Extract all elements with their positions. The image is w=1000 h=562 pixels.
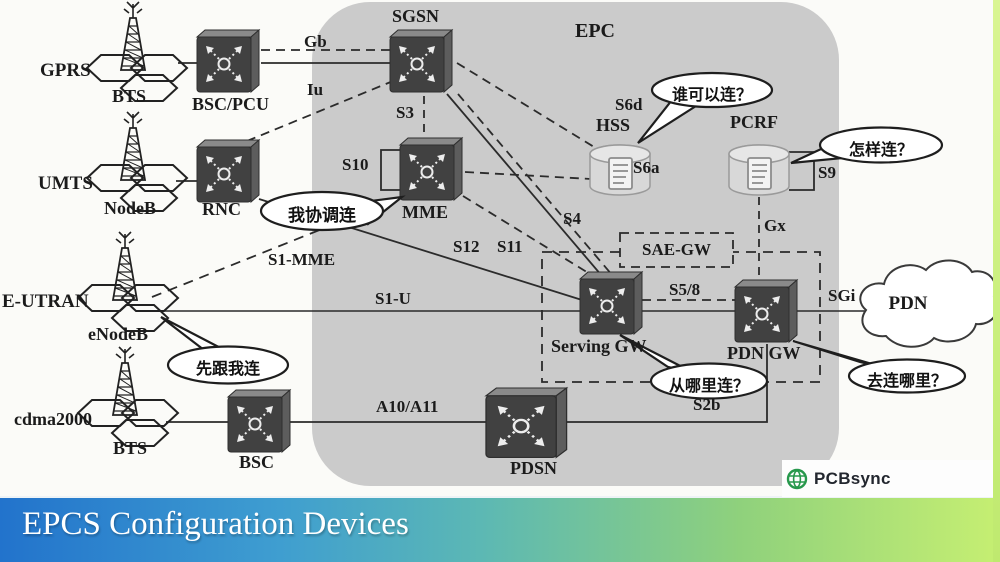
link-iu: [246, 80, 394, 142]
label-s6a: S6a: [633, 158, 660, 177]
label-s5-8: S5/8: [669, 280, 701, 299]
label-pdn-gw: PDN GW: [727, 343, 801, 363]
node-rnc-box: [196, 139, 260, 203]
label-s11: S11: [497, 237, 523, 256]
label-cdma2000: cdma2000: [14, 409, 92, 429]
label-bts-cdma: BTS: [113, 438, 148, 458]
label-pdsn: PDSN: [510, 458, 558, 478]
callout-text-pcrf: 怎样连？: [848, 142, 913, 159]
label-s4: S4: [563, 209, 581, 228]
callout-mme: [259, 190, 385, 232]
node-sgsn-box: [389, 29, 453, 93]
label-gx: Gx: [764, 216, 786, 235]
pdn-cloud: [859, 259, 999, 348]
callout-hss: [650, 71, 774, 109]
callout-text-hss: 谁可以连？: [671, 87, 752, 104]
sae-gw-label-box: [619, 232, 734, 268]
callout-text-serving-gw: 从哪里连？: [668, 378, 749, 395]
pcbsync-logo-icon: [786, 468, 808, 489]
label-bsc-pcu: BSC/PCU: [192, 94, 270, 114]
label-umts: UMTS: [38, 173, 93, 194]
label-s3: S3: [396, 103, 414, 122]
label-pdn: PDN: [888, 293, 928, 314]
link-s4-solid: [446, 93, 603, 277]
label-epc: EPC: [575, 20, 615, 42]
label-sae-gw: SAE-GW: [642, 240, 711, 259]
label-s6d: S6d: [615, 95, 643, 114]
label-gprs: GPRS: [40, 60, 91, 81]
label-eutran: E-UTRAN: [2, 291, 89, 312]
page-title: EPCS Configuration Devices: [22, 506, 409, 542]
label-s1-mme: S1-MME: [268, 250, 336, 269]
label-a10-a11: A10/A11: [376, 397, 439, 416]
node-bsc-box: [227, 389, 291, 453]
label-serving-gw: Serving GW: [551, 336, 647, 356]
label-sgi: SGi: [828, 286, 856, 305]
label-bts-gprs: BTS: [112, 86, 147, 106]
callout-pcrf: [818, 126, 944, 164]
label-s10: S10: [342, 155, 369, 174]
label-enodeb: eNodeB: [88, 324, 148, 344]
label-s2b: S2b: [693, 395, 721, 414]
s9-loop-bracket: [789, 151, 815, 191]
link-s6d: [456, 62, 600, 151]
callout-pdn-gw: [847, 358, 967, 394]
label-hss: HSS: [596, 115, 631, 135]
callout-enodeb: [166, 345, 290, 385]
s10-loop-bracket: [380, 149, 402, 191]
label-nodeb: NodeB: [104, 198, 157, 218]
label-sgsn: SGSN: [392, 6, 440, 26]
callout-serving-gw: [649, 362, 769, 400]
title-banner: EPCS Configuration Devices: [0, 496, 1000, 562]
link-s2b: [566, 344, 768, 423]
callout-text-enodeb: 先跟我连: [195, 361, 260, 378]
label-iu: Iu: [307, 80, 324, 99]
label-pcrf: PCRF: [730, 112, 778, 132]
label-rnc: RNC: [202, 199, 241, 219]
label-s12: S12: [453, 237, 480, 256]
callout-text-pdn-gw: 去连哪里？: [866, 373, 947, 390]
link-s4-dashed: [457, 93, 614, 277]
label-mme: MME: [402, 202, 448, 222]
node-pdsn-box: [484, 386, 568, 459]
pcbsync-logo-text: PCBsync: [814, 468, 891, 488]
label-gb: Gb: [304, 32, 327, 51]
node-bsc-pcu-box: [196, 29, 260, 93]
node-mme-box: [399, 137, 463, 201]
callout-text-mme: 我协调连: [288, 206, 356, 225]
link-s11: [462, 195, 591, 275]
node-pdn-gw-box: [734, 279, 798, 343]
node-pcrf-cylinder: [728, 144, 790, 196]
right-edge-strip: [993, 0, 1000, 562]
pcbsync-logo[interactable]: PCBsync: [782, 460, 994, 497]
label-bsc: BSC: [239, 452, 275, 472]
node-serving-gw-box: [579, 271, 643, 335]
callout-bubbles: [160, 71, 967, 400]
label-s1-u: S1-U: [375, 289, 411, 308]
label-s9: S9: [818, 163, 836, 182]
